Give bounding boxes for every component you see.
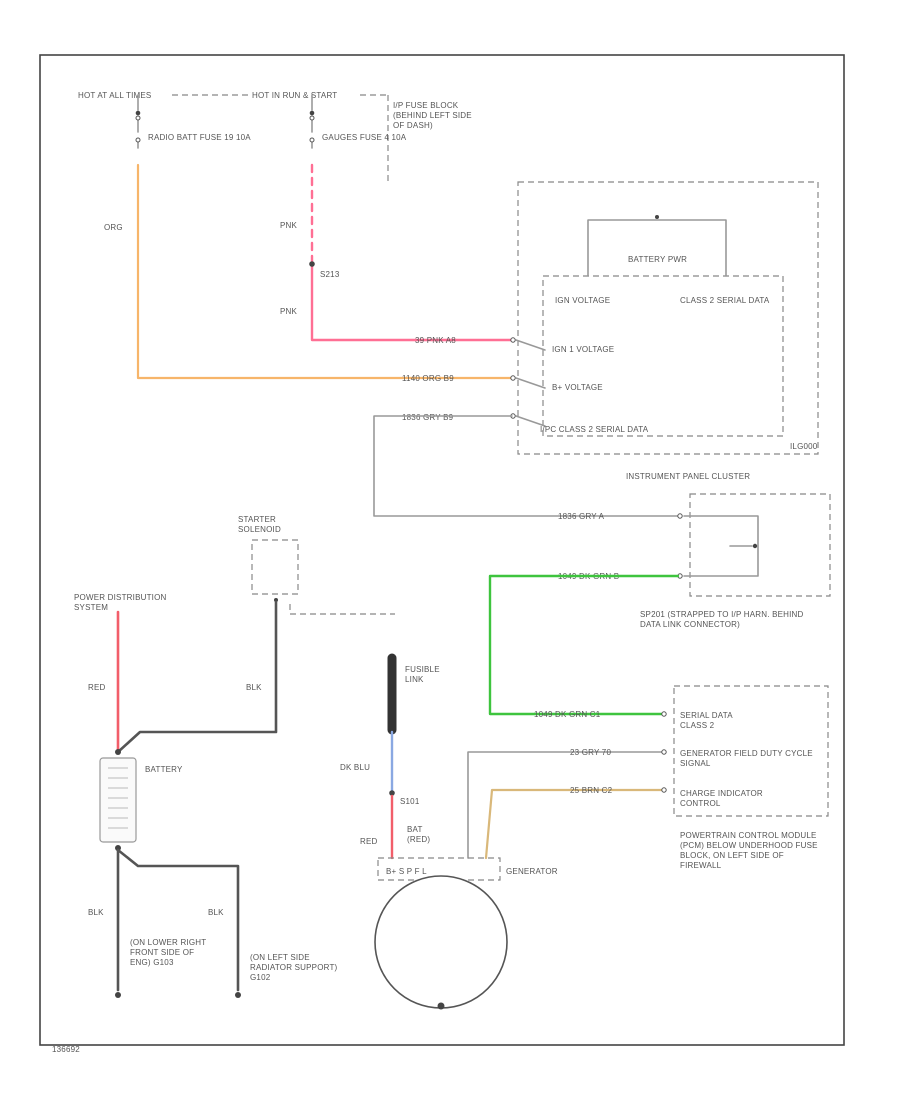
blk-wire-a-label: BLK: [88, 908, 104, 917]
pcm-row-charge: 25 BRN C2: [570, 786, 613, 795]
battery-label: BATTERY: [145, 765, 183, 774]
sp201-label: SP201 (STRAPPED TO I/P HARN. BEHIND DATA…: [640, 610, 806, 629]
ign1-voltage-label: IGN 1 VOLTAGE: [552, 345, 614, 354]
battery-pwr-label: BATTERY PWR: [628, 255, 687, 264]
generator-label: GENERATOR: [506, 867, 558, 876]
brn-charge-wire: [484, 788, 664, 860]
org-wire-label: ORG: [104, 223, 123, 232]
splice-s213-label: S213: [320, 270, 340, 279]
blk-wire-b-label: BLK: [208, 908, 224, 917]
dkblu-wire-label: DK BLU: [340, 763, 370, 772]
instrument-panel-cluster-label: INSTRUMENT PANEL CLUSTER: [626, 472, 750, 481]
battery-symbol: [99, 757, 137, 843]
pin-row-ign: 39 PNK A8: [415, 336, 456, 345]
ground-g102-label: (ON LEFT SIDE RADIATOR SUPPORT)G102: [250, 953, 338, 982]
pnk-wire-upper-label: PNK: [280, 221, 298, 230]
instrument-panel-cluster-box: [517, 181, 819, 455]
sp201-box: [689, 493, 831, 597]
radio-batt-fuse-label: RADIO BATT FUSE 19 10A: [148, 133, 251, 142]
pcm-title-label: POWERTRAIN CONTROL MODULE (PCM) BELOW UN…: [680, 831, 819, 870]
pcm-field-duty-label: GENERATOR FIELD DUTY CYCLE SIGNAL: [680, 749, 815, 768]
red-gen-wire-label: RED: [360, 837, 378, 846]
drawing-code-label: 136692: [52, 1045, 80, 1054]
gauges-fuse-label: GAUGES FUSE 4 10A: [322, 133, 407, 142]
ign-voltage-label: IGN VOLTAGE: [555, 296, 610, 305]
sp-row-gry: 1836 GRY A: [558, 512, 605, 521]
ipc-tag-label: ILG000: [790, 442, 818, 451]
hot-in-run-start-label: HOT IN RUN & START: [252, 91, 337, 100]
power-distribution-label: POWER DISTRIBUTION SYSTEM: [74, 593, 169, 612]
diagram-frame: [39, 54, 845, 1046]
splice-s213: [309, 261, 315, 267]
splice-s101-label: S101: [400, 797, 420, 806]
red-wire-left-label: RED: [88, 683, 106, 692]
starter-solenoid-label: STARTER SOLENOID: [238, 515, 281, 534]
splice-s101: [389, 790, 395, 796]
blk-wire-right-label: BLK: [246, 683, 262, 692]
starter-solenoid-box: [251, 539, 299, 595]
generator-symbol: [374, 875, 508, 1009]
blk-ground-wire-b: [116, 848, 240, 992]
class2-serial-data-label: CLASS 2 SERIAL DATA: [680, 296, 770, 305]
gry-field-wire: [467, 751, 663, 859]
org-wire: [136, 163, 514, 380]
pcm-serial-data-label: SERIAL DATA CLASS 2: [680, 711, 735, 730]
pnk-wire-lower-label: PNK: [280, 307, 298, 316]
pin-row-serial: 1836 GRY B9: [402, 413, 454, 422]
pcm-charge-label: CHARGE INDICATOR CONTROL: [680, 789, 765, 808]
pcm-row-field: 23 GRY 70: [570, 748, 611, 757]
dkgrn-wire: [488, 574, 680, 716]
fusible-link-label: FUSIBLE LINK: [405, 665, 442, 684]
gry-serial-wire: [373, 415, 679, 517]
gen-terminals-label: B+ S P F L: [386, 867, 427, 876]
pin-row-batt: 1140 ORG B9: [402, 374, 454, 383]
gen-bat-label: BAT (RED): [407, 825, 430, 844]
pcm-box: [673, 685, 829, 817]
hot-at-all-times-label: HOT AT ALL TIMES: [78, 91, 151, 100]
b-plus-voltage-label: B+ VOLTAGE: [552, 383, 603, 392]
pcm-row-serial: 1049 DK GRN C1: [534, 710, 601, 719]
pnk-wire: [310, 260, 514, 342]
blk-starter-wire: [116, 600, 278, 754]
ipc-class2-label: I/PC CLASS 2 SERIAL DATA: [540, 425, 649, 434]
